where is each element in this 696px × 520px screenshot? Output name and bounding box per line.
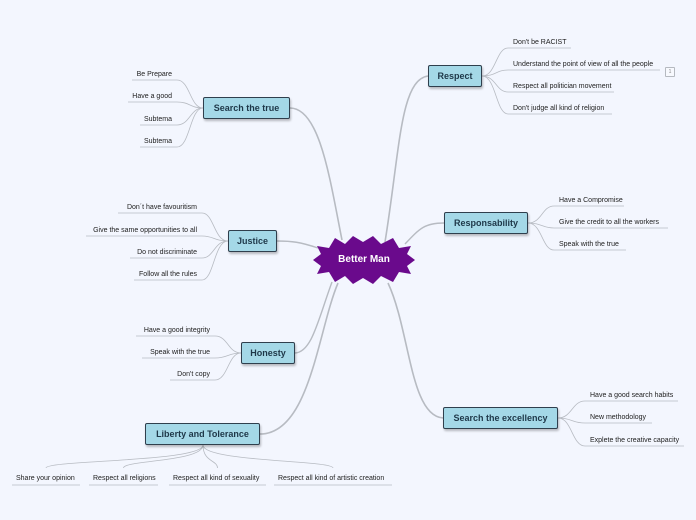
connector-liberty-sub-curve-2 — [123, 444, 204, 469]
connector-liberty-and-tolerance — [259, 282, 339, 435]
connector-respect — [384, 75, 429, 243]
topic-search-the-excellency[interactable]: Search the excellency — [443, 407, 558, 429]
topic-responsability[interactable]: Responsability — [444, 212, 528, 234]
connector-liberty-sub-curve-4 — [202, 444, 334, 469]
subtopic-justice-4[interactable]: Follow all the rules — [139, 271, 197, 278]
topic-justice[interactable]: Justice — [228, 230, 277, 252]
subtopic-search-true-2[interactable]: Have a good — [132, 93, 172, 100]
subtopic-responsability-3[interactable]: Speak with the true — [559, 241, 619, 248]
connector-responsability-sub-3 — [527, 222, 626, 251]
topic-liberty-and-tolerance[interactable]: Liberty and Tolerance — [145, 423, 260, 445]
subtopic-justice-2[interactable]: Give the same opportunities to all — [93, 227, 197, 234]
subtopic-liberty-1[interactable]: Share your opinion — [16, 475, 75, 482]
connector-responsability-sub-1 — [527, 205, 624, 224]
connector-responsability — [404, 222, 445, 245]
subtopic-justice-3[interactable]: Do not discriminate — [137, 249, 197, 256]
topic-search-the-true[interactable]: Search the true — [203, 97, 290, 119]
connector-justice-sub-2 — [86, 235, 229, 242]
connector-search-true-sub-4 — [140, 107, 204, 148]
subtopic-excellency-1[interactable]: Have a good search habits — [590, 392, 674, 399]
subtopic-justice-1[interactable]: Don´t have favouritism — [126, 204, 197, 211]
subtopic-responsability-1[interactable]: Have a Compromise — [559, 197, 623, 204]
topic-respect[interactable]: Respect — [428, 65, 482, 87]
subtopic-search-true-1[interactable]: Be Prepare — [136, 71, 172, 78]
subtopic-respect-1[interactable]: Don't be RACIST — [513, 39, 567, 46]
subtopic-liberty-3[interactable]: Respect all kind of sexuality — [173, 475, 260, 482]
collapse-toggle-icon[interactable]: 1 — [665, 67, 675, 77]
connector-search-the-true — [289, 107, 343, 241]
subtopic-honesty-2[interactable]: Speak with the true — [150, 349, 210, 356]
subtopic-search-true-3[interactable]: Subtema — [143, 116, 172, 123]
connector-search-the-excellency — [387, 282, 444, 419]
subtopic-responsability-2[interactable]: Give the credit to all the workers — [559, 219, 659, 226]
central-topic-shape[interactable] — [313, 236, 415, 284]
central-topic-label[interactable]: Better Man — [338, 254, 390, 265]
connector-honesty — [294, 281, 333, 354]
connector-liberty-sub-curve-3 — [202, 444, 218, 469]
connector-respect-sub-2 — [481, 69, 660, 77]
connector-honesty-sub-3 — [170, 352, 242, 381]
connector-justice-sub-1 — [118, 212, 229, 242]
subtopic-honesty-3[interactable]: Don't copy — [177, 371, 210, 378]
connector-respect-sub-4 — [481, 75, 612, 115]
subtopic-liberty-2[interactable]: Respect all religions — [93, 475, 156, 482]
subtopic-honesty-1[interactable]: Have a good integrity — [143, 327, 210, 334]
connector-search-true-sub-2 — [128, 101, 204, 109]
connector-excellency-sub-2 — [557, 417, 652, 424]
connector-honesty-sub-1 — [136, 335, 242, 354]
subtopic-respect-4[interactable]: Don't judge all kind of religion — [513, 105, 605, 112]
topic-honesty[interactable]: Honesty — [241, 342, 295, 364]
connector-justice-sub-3 — [130, 240, 229, 259]
connector-search-true-sub-1 — [132, 79, 204, 109]
connector-excellency-sub-3 — [557, 417, 684, 447]
subtopic-excellency-3[interactable]: Explete the creative capacity — [590, 437, 680, 444]
subtopic-liberty-4[interactable]: Respect all kind of artistic creation — [278, 475, 385, 482]
connector-respect-sub-1 — [481, 47, 571, 77]
connector-respect-sub-3 — [481, 75, 614, 93]
connector-justice — [276, 240, 319, 249]
subtopic-search-true-4[interactable]: Subtema — [143, 138, 172, 145]
connector-search-true-sub-3 — [140, 107, 204, 126]
connector-honesty-sub-2 — [142, 352, 242, 359]
connector-excellency-sub-1 — [557, 400, 678, 419]
subtopic-respect-3[interactable]: Respect all politician movement — [513, 83, 612, 90]
connector-liberty-sub-curve-1 — [45, 444, 204, 469]
subtopic-excellency-2[interactable]: New methodology — [590, 414, 647, 421]
connector-justice-sub-4 — [134, 240, 229, 281]
connector-responsability-sub-2 — [527, 222, 668, 229]
subtopic-respect-2[interactable]: Understand the point of view of all the … — [513, 61, 654, 68]
central-starburst — [313, 236, 415, 284]
